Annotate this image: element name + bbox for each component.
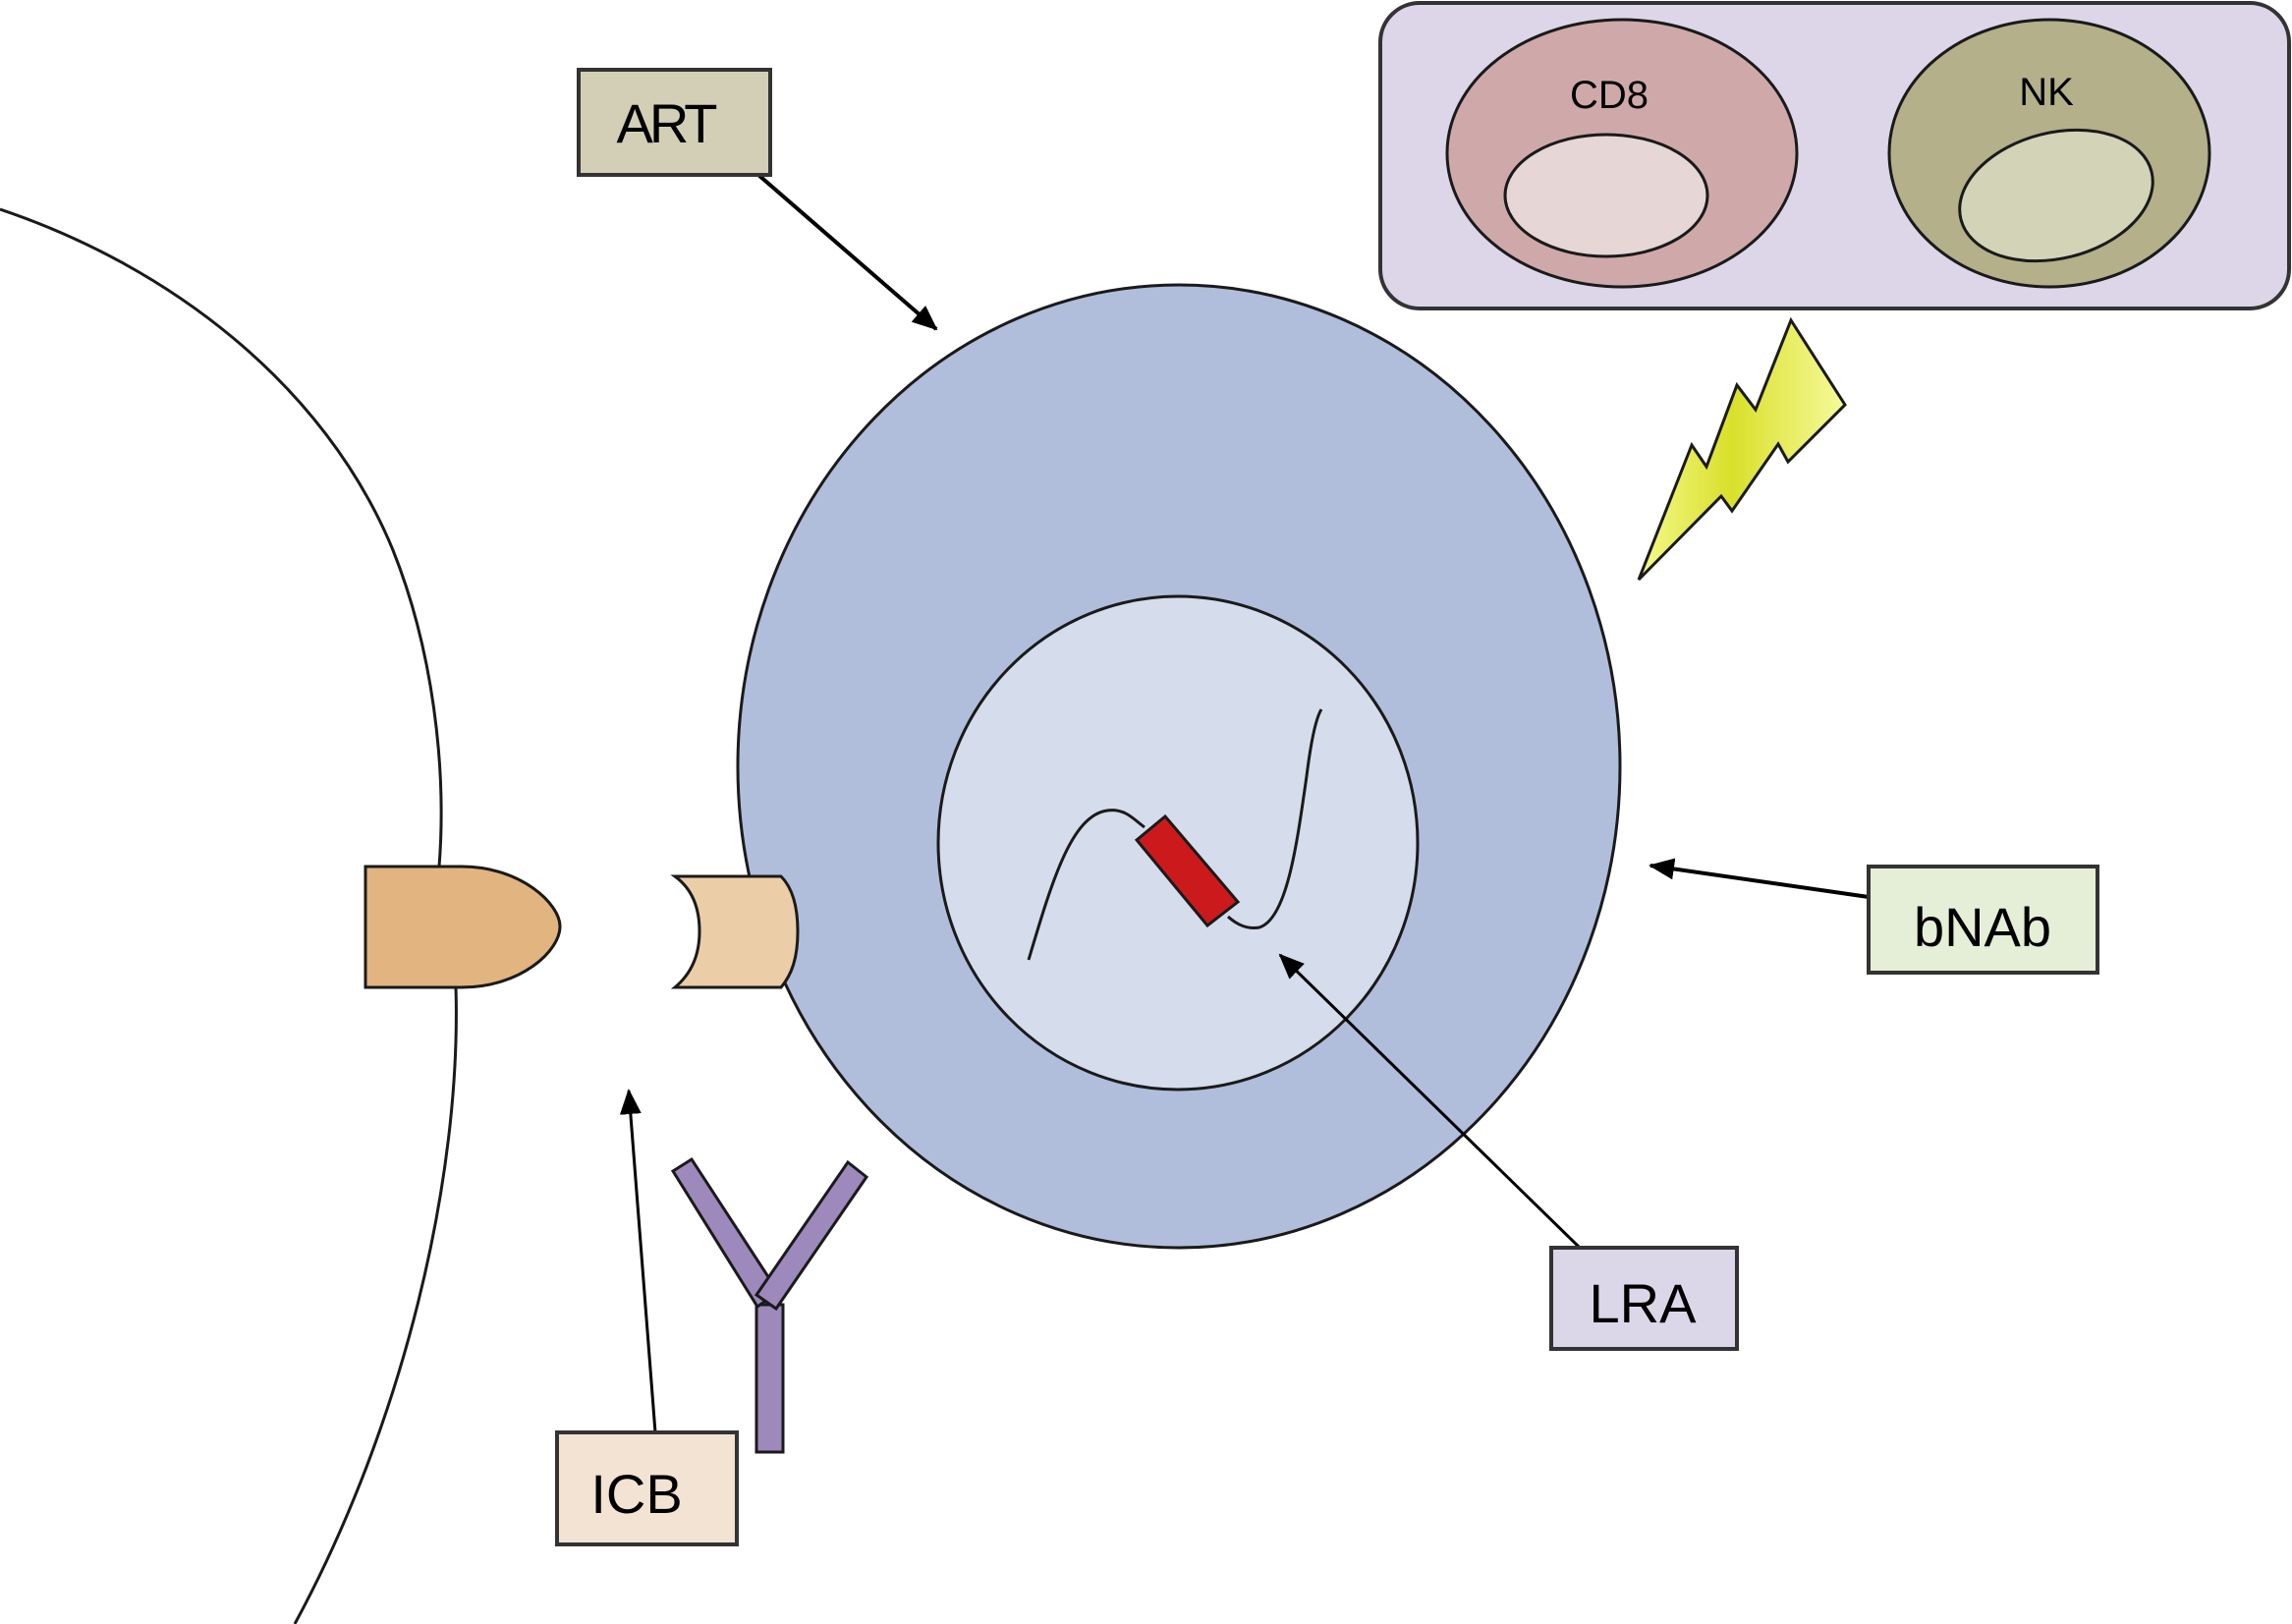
art-box <box>577 68 772 177</box>
art-label: ART <box>617 92 717 154</box>
dna-strand <box>1027 708 1323 961</box>
icb-callout: ICB <box>555 1089 739 1546</box>
receptor <box>670 874 800 989</box>
arrow-icon <box>1278 953 1582 1250</box>
icb-label: ICB <box>590 1463 682 1525</box>
icb-box <box>555 1430 739 1546</box>
art-callout: ART <box>577 68 938 331</box>
provirus-icon <box>1134 813 1241 928</box>
effector-panel: CD8 NK <box>1378 1 2291 310</box>
arrow-icon <box>1649 858 1870 899</box>
lra-label: LRA <box>1590 1272 1698 1334</box>
ligand <box>363 865 562 989</box>
arrow-icon <box>756 173 938 331</box>
lra-callout: LRA <box>1278 953 1739 1351</box>
bnab-box <box>1867 865 2099 975</box>
antibody-icon <box>670 1156 869 1454</box>
cd8-t-cell: CD8 <box>1445 18 1799 289</box>
bnab-callout: bNAb <box>1649 858 2099 975</box>
nk-cell: NK <box>1887 18 2211 289</box>
neighbor-cell-membrane <box>0 207 443 868</box>
nk-label: NK <box>2019 71 2074 114</box>
arrow-icon <box>619 1089 657 1433</box>
lra-box <box>1549 1246 1739 1351</box>
cd8-nucleus <box>1503 133 1709 258</box>
bnab-label: bNAb <box>1914 896 2051 958</box>
lightning-bolt-icon <box>1637 316 1847 582</box>
neighbor-cell-membrane-lower <box>293 986 458 1624</box>
nk-nucleus <box>1958 128 2154 263</box>
cd8-label: CD8 <box>1570 74 1649 117</box>
